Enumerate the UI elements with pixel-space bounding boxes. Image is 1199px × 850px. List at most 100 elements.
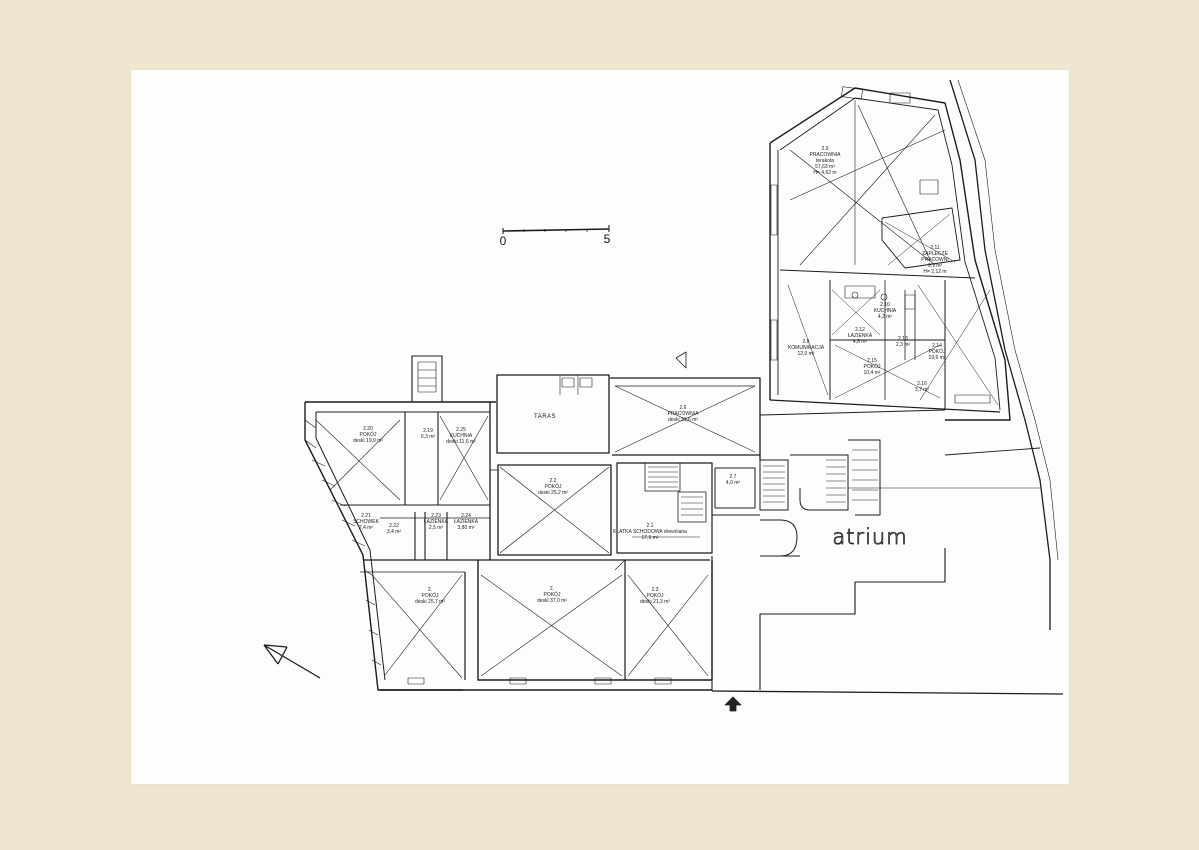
drawing-sheet — [131, 70, 1069, 784]
workshop-and-stairs — [610, 377, 761, 554]
room-label-line: 2.8 — [803, 339, 810, 345]
room-label-line: deski 31,6 m² — [668, 417, 698, 423]
room-label-line: 2.11 — [930, 245, 940, 251]
room-label-line: 9,1 m² — [928, 263, 943, 269]
room-label-line: ZAPLECZE — [922, 251, 949, 257]
left-wing-outer-wall — [304, 401, 496, 691]
central-block — [380, 374, 713, 691]
shaft — [411, 355, 443, 403]
room-label-line: POKÓJ — [422, 592, 439, 599]
room-2-19-label: 2.196,3 m² — [421, 428, 436, 440]
room-label-line: POKÓJ — [545, 483, 562, 490]
room-2-7-label: 2.74,0 m² — [726, 474, 741, 486]
room-label-line: deski 19,9 m² — [353, 438, 383, 444]
room-label-line: 2.9 — [822, 146, 829, 152]
room-label-line: ŁAZIENKA — [454, 519, 479, 525]
room-label-line: 2,4 m² — [359, 525, 374, 531]
room-label-line: 3,7 m² — [915, 387, 930, 393]
room-label-line: 2.3 — [652, 587, 659, 593]
room-label-line: 57,63 m² — [815, 164, 835, 170]
atrium-staircase — [759, 409, 1040, 557]
scale-label-start: 0 — [500, 234, 507, 248]
room-label-line: POKÓJ — [647, 592, 664, 599]
room-label-line: 2.6 — [680, 405, 687, 411]
direction-mark-icon — [675, 351, 687, 369]
room-label-line: 4,0 m² — [726, 480, 741, 486]
room-label-line: POKÓJ — [864, 363, 881, 370]
room-label-line: 17,9 m² — [642, 535, 659, 541]
room-label-line: 2.21 — [361, 513, 371, 519]
room-label-line: ŁAZIENKA — [848, 333, 873, 339]
scale-bar — [502, 225, 610, 234]
room-label-line: 2,3 m² — [896, 342, 911, 348]
right-wing-outline — [769, 79, 1059, 630]
room-label-line: 4,8 m² — [853, 339, 868, 345]
room-label-line: POKÓJ — [544, 591, 561, 598]
room-label-line: terakota — [816, 158, 834, 164]
room-label-line: 10,4 m² — [864, 370, 881, 376]
room-label-line: 3,4 m² — [387, 529, 402, 535]
room-2-13-label: 2.132,3 m² — [896, 336, 911, 348]
room-label-line: 2.16 — [917, 381, 927, 387]
room-label-line: 6,3 m² — [421, 434, 436, 440]
room-label-line: 2.22 — [389, 523, 399, 529]
room-label-line: 2.23 — [431, 513, 441, 519]
room-label-line: PRACOWNIA — [668, 411, 700, 417]
room-label-line: 2.13 — [898, 336, 908, 342]
room-label-line: 4,2 m² — [878, 314, 893, 320]
room-label-line: KOMUNIKACJA — [788, 345, 825, 351]
left-wing-interior — [315, 402, 710, 680]
entrance-arrow-icon — [724, 696, 742, 712]
room-label-line: 2. — [428, 587, 432, 593]
room-label-line: 12,0 m² — [798, 351, 815, 357]
room-2-16-label: 2.163,7 m² — [915, 381, 930, 393]
room-label-line: deski 11,6 m² — [446, 439, 476, 445]
street-and-atrium-outline — [711, 447, 1064, 695]
room-label-line: 2.25 — [456, 427, 466, 433]
room-label-line: 2,5 m² — [429, 525, 444, 531]
room-label-line: KUCHNIA — [450, 433, 473, 439]
room-label-line: 2.24 — [461, 513, 471, 519]
room-label-line: 2. — [550, 586, 554, 592]
atrium-label: atrium — [832, 525, 907, 549]
room-label-line: H= 4,62 m — [813, 170, 836, 176]
room-label-line: KUCHNIA — [874, 308, 897, 314]
room-label-line: 2.7 — [730, 474, 737, 480]
scale-label-end: 5 — [604, 232, 611, 246]
room-label-line: 2.10 — [880, 302, 890, 308]
room-label-line: 2.19 — [423, 428, 433, 434]
room-label-line: 2.15 — [867, 358, 877, 364]
room-2-22-label: 2.223,4 m² — [387, 523, 402, 535]
room-label-line: POKÓJ — [929, 348, 946, 355]
room-label-line: 2.20 — [363, 426, 373, 432]
room-label-line: POKÓJ — [360, 431, 377, 438]
room-label-line: 2.14 — [932, 343, 942, 349]
room-label-line: 2.2 — [550, 478, 557, 484]
room-label-line: 2.1 — [647, 523, 654, 529]
north-arrow-icon — [263, 644, 321, 679]
room-label-line: KLATKA SCHODOWA drewniana — [613, 529, 687, 535]
room-label-line: 19,6 m² — [929, 355, 946, 361]
room-label-line: deski 21,3 m² — [640, 599, 670, 605]
room-label-line: deski 25,7 m² — [415, 599, 445, 605]
room-label-line: ŁAZIENKA — [424, 519, 449, 525]
